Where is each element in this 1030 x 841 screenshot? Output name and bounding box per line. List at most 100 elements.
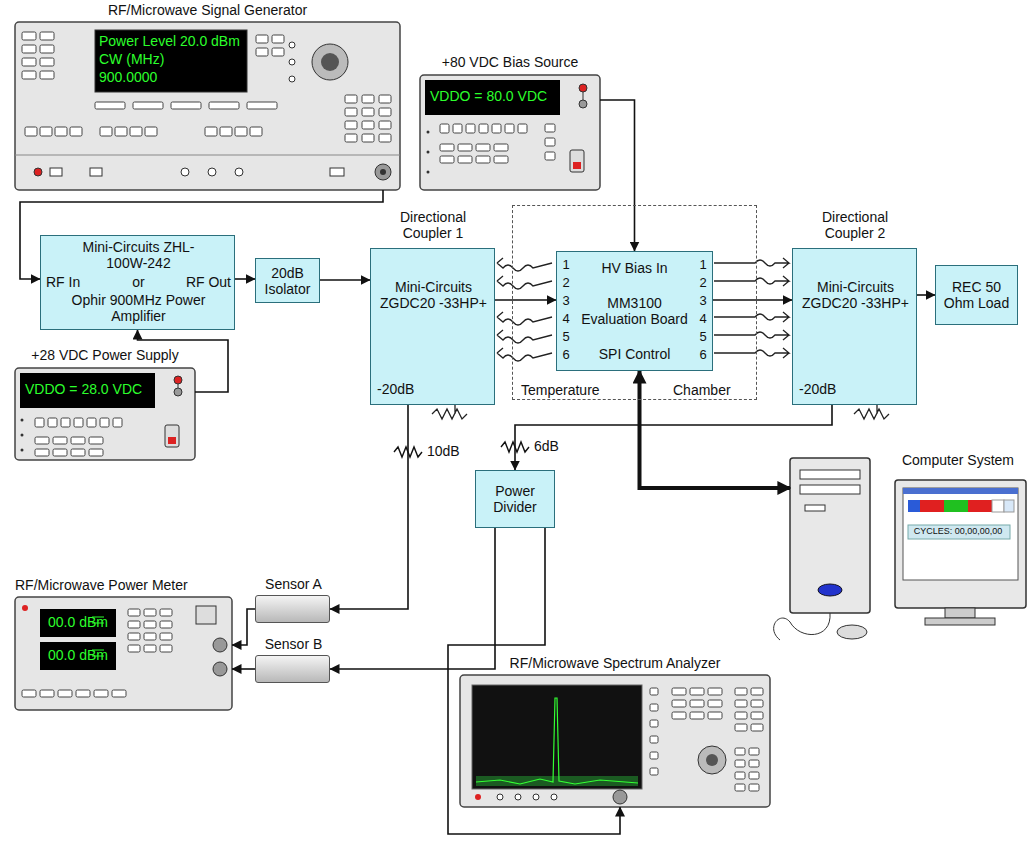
button xyxy=(128,609,140,616)
computer-system: Computer SystemCYCLES: 00,00,00,00 xyxy=(790,450,1026,640)
button xyxy=(22,71,36,79)
drawing-part xyxy=(570,150,584,172)
drawing-part xyxy=(573,162,581,169)
button xyxy=(440,156,454,163)
text-holder: RF/Microwave Signal Generator xyxy=(15,2,400,18)
node-text: Temperature xyxy=(521,382,621,398)
pin-number: 4 xyxy=(560,311,572,327)
drawing-part xyxy=(992,500,1004,512)
termination-resistors xyxy=(432,405,889,419)
button xyxy=(113,418,122,427)
drawing-part xyxy=(460,675,770,807)
pin-number: 2 xyxy=(560,275,572,291)
connector xyxy=(600,100,635,251)
node-text: VDDO = 80.0 VDC xyxy=(430,88,560,104)
drawing-part xyxy=(945,608,975,618)
drawing-part xyxy=(432,405,467,419)
drawing-part xyxy=(213,662,227,676)
drawing-part xyxy=(15,155,400,156)
pin-number: 1 xyxy=(697,257,709,273)
label-holder: 2 xyxy=(697,275,709,291)
power-meter: RF/Microwave Power Meter00.0 dBm00.0 dBm xyxy=(15,597,232,710)
node-text: Computer System xyxy=(890,452,1026,468)
button xyxy=(256,48,268,56)
button xyxy=(749,748,759,755)
button xyxy=(22,690,36,697)
button xyxy=(708,688,722,695)
drawing-part xyxy=(706,754,718,766)
button xyxy=(362,134,374,142)
text-column: Power Divider xyxy=(476,471,554,527)
drawing-part xyxy=(515,794,521,800)
button xyxy=(453,124,462,133)
computer-illustration xyxy=(774,458,1026,640)
isolator-box: 20dB Isolator xyxy=(255,258,320,303)
node-text: Ophir 900MHz Power Amplifier xyxy=(61,292,216,324)
drawing-part xyxy=(40,609,116,637)
drawing-part xyxy=(583,92,584,100)
spectrum-analyzer-body xyxy=(460,675,770,807)
drawing-part xyxy=(380,169,386,175)
button xyxy=(650,768,658,775)
button xyxy=(144,621,156,628)
drawing-part xyxy=(21,449,24,452)
button xyxy=(650,688,658,695)
drawing-part xyxy=(497,258,552,271)
drawing-part xyxy=(908,525,1010,539)
button xyxy=(209,102,239,109)
drawing-part xyxy=(330,168,344,176)
button xyxy=(751,688,763,695)
text-holder: or xyxy=(111,274,166,290)
node-text: 00.0 dBm xyxy=(40,647,116,663)
drawing-part xyxy=(908,500,920,512)
button xyxy=(58,690,72,697)
button xyxy=(379,95,391,103)
button xyxy=(379,108,391,116)
button xyxy=(735,748,745,755)
button xyxy=(40,71,54,79)
drawing-part xyxy=(50,168,62,176)
button xyxy=(672,712,686,719)
power-supply-body xyxy=(15,368,195,460)
text-holder: +28 VDC Power Supply xyxy=(15,347,195,363)
button xyxy=(89,437,103,444)
evaluation-board: HV Bias InMM3100 Evaluation BoardSPI Con… xyxy=(556,251,713,371)
label-holder: 5 xyxy=(560,329,572,345)
pin-number: 3 xyxy=(560,293,572,309)
button xyxy=(735,772,745,779)
drawing-part xyxy=(420,75,600,190)
button xyxy=(458,144,472,151)
text-holder: -20dB xyxy=(799,381,859,397)
text-holder: Sensor A xyxy=(251,576,336,592)
drawing-part xyxy=(40,642,116,670)
power-amplifier: Mini-Circuits ZHL-100W-242RF InorRF OutO… xyxy=(40,235,235,330)
button xyxy=(160,621,172,628)
text-holder: 00.0 dBm xyxy=(40,614,116,630)
power-supply: +28 VDC Power SupplyVDDO = 28.0 VDC xyxy=(15,368,195,460)
button xyxy=(545,124,555,132)
button xyxy=(128,645,140,652)
node-text: CW (MHz) xyxy=(99,51,259,67)
button xyxy=(71,449,85,456)
node-text: Directional Coupler 1 xyxy=(383,209,483,241)
drawing-part xyxy=(944,500,956,512)
button xyxy=(379,134,391,142)
drawing-part xyxy=(579,100,587,108)
drawing-part xyxy=(178,384,179,388)
button xyxy=(205,127,217,136)
text-holder: Temperature xyxy=(521,382,621,398)
connector xyxy=(235,278,255,280)
button xyxy=(160,609,172,616)
drawing-part xyxy=(497,276,552,289)
button xyxy=(708,700,722,707)
node-text: +28 VDC Power Supply xyxy=(15,347,195,363)
power-meter-body xyxy=(15,597,232,710)
text-holder: VDDO = 80.0 VDC xyxy=(430,88,560,104)
button xyxy=(128,633,140,640)
button xyxy=(128,621,140,628)
drawing-part xyxy=(714,312,789,322)
button xyxy=(476,144,490,151)
button xyxy=(362,95,374,103)
